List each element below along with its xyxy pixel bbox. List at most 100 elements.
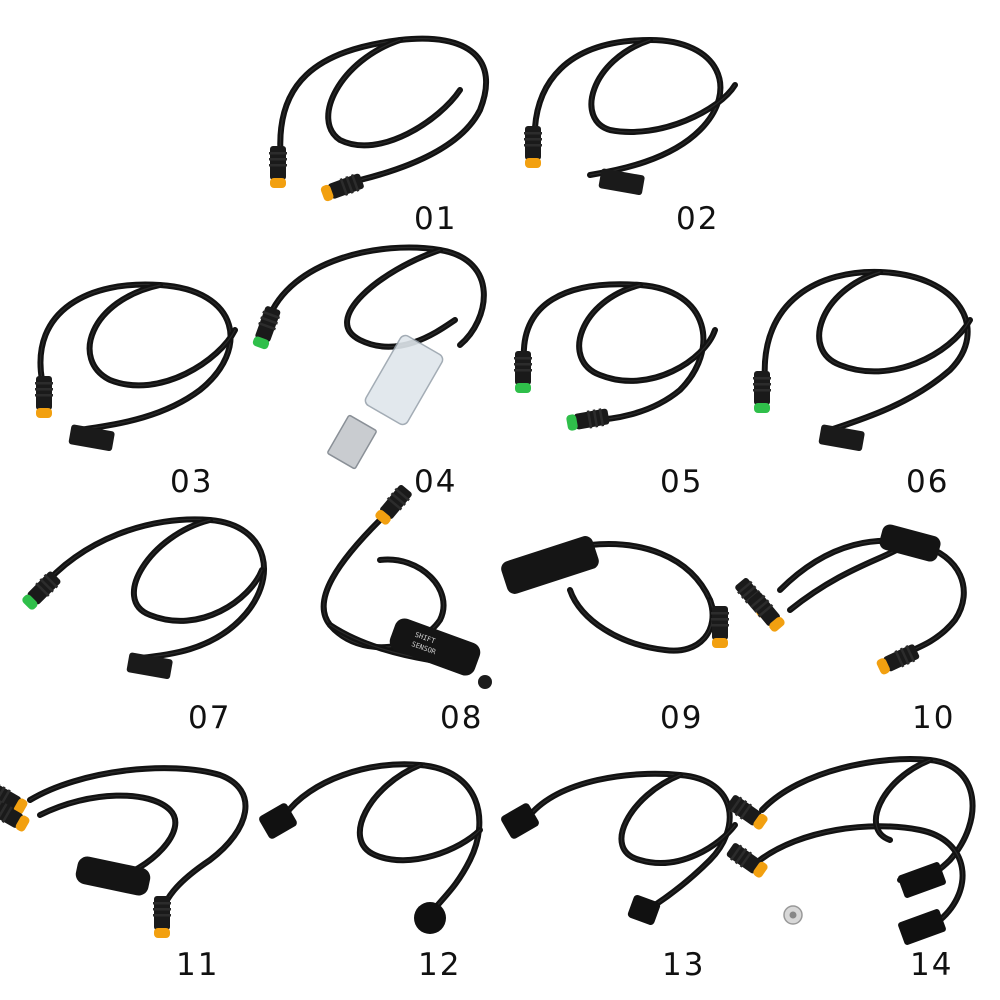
connector-08-grip (390, 492, 407, 506)
connector-05a-grip (514, 363, 532, 366)
cable-06-loop-sheen (818, 271, 971, 373)
connector-05a (514, 351, 532, 393)
connector-13a (501, 803, 539, 839)
label-08: 08 (440, 700, 484, 736)
cable-13 (527, 770, 733, 908)
connector-01a-body (270, 146, 286, 180)
connector-08-tip (375, 509, 391, 525)
connector-11c-grip (153, 902, 171, 905)
connector-05b (566, 408, 610, 431)
connector-11c-tip (154, 928, 170, 938)
connector-08-grip (394, 487, 410, 502)
connector-05b-tip (566, 414, 578, 431)
cable-03-loop-sheen (89, 284, 236, 386)
connector-10a-grip (737, 580, 753, 595)
connector-05b-grip (592, 409, 599, 428)
connector-11b-tip (15, 815, 30, 832)
connector-10b (748, 592, 785, 632)
cable-06-loop (816, 269, 973, 375)
cable-01 (277, 35, 489, 183)
connector-06-body (754, 371, 770, 405)
connector-05b-grip (598, 408, 605, 427)
module-14b (898, 909, 946, 945)
connector-14b (726, 843, 768, 878)
cable-05-loop-sheen (578, 284, 716, 382)
cable-03-sheen (39, 283, 232, 431)
connector-14a-grip (734, 800, 748, 817)
cable-04-loop-sheen (346, 249, 456, 348)
cable-04-sheen (267, 247, 485, 346)
label-10: 10 (912, 700, 956, 736)
connector-03-grip (35, 394, 53, 397)
connector-11c-grip (153, 914, 171, 917)
cable-07-loop-sheen (133, 519, 263, 622)
module-09 (501, 536, 599, 594)
connector-05a-body (515, 351, 531, 385)
connector-06-grip (753, 383, 771, 386)
cable-10-sheen (779, 540, 965, 661)
splitter-11 (75, 856, 151, 896)
label-09: 09 (660, 700, 704, 736)
connector-07-grip (43, 573, 59, 589)
connector-06-tip (754, 403, 770, 413)
socket-07 (126, 652, 173, 680)
connector-05a-grip (514, 369, 532, 372)
cable-06-sheen (764, 271, 969, 431)
connector-04 (252, 306, 281, 350)
connector-07-body (27, 571, 61, 605)
connector-10a-grip (740, 585, 757, 599)
cable-02-loop-sheen (590, 39, 736, 133)
connector-09-body (712, 606, 728, 640)
label-01: 01 (414, 201, 458, 237)
connector-08-body (380, 485, 412, 519)
connector-14a-grip (739, 803, 753, 820)
connector-03 (35, 376, 53, 418)
connector-01b-grip (350, 173, 360, 192)
usb-adapter-body (364, 334, 444, 426)
socket-03 (68, 424, 115, 452)
label-12: 12 (418, 947, 462, 983)
shift-sensor-module (389, 618, 481, 676)
cable-10-branch-sheen (789, 547, 901, 611)
socket-06 (818, 424, 865, 452)
connector-03-grip (35, 382, 53, 385)
label-03: 03 (170, 464, 214, 500)
connector-07 (22, 571, 61, 610)
socket-06-body (818, 424, 865, 452)
connector-05a-grip (514, 357, 532, 360)
magnet-14-hole (789, 911, 797, 919)
label-14: 14 (910, 947, 954, 983)
connector-11b (0, 799, 30, 832)
connector-14b-tip (753, 861, 768, 878)
connector-09-tip (712, 638, 728, 648)
cable-07-loop (130, 517, 265, 624)
cable-14-b-sheen (759, 825, 964, 921)
cable-10-branch (787, 545, 903, 613)
connector-06-grip (753, 377, 771, 380)
connector-05a-tip (515, 383, 531, 393)
splitter-10 (879, 524, 941, 562)
connector-04-grip (258, 321, 276, 331)
connector-06-grip (753, 389, 771, 392)
label-05: 05 (660, 464, 704, 500)
cable-02 (531, 36, 724, 178)
connector-10c-grip (899, 647, 910, 665)
connector-10b-tip (769, 616, 785, 632)
cable-11-branch-sheen (39, 794, 176, 881)
connector-09-grip (711, 624, 729, 627)
socket-02-body (598, 168, 645, 196)
connector-10c (876, 644, 920, 675)
connector-12b (414, 902, 446, 934)
cable-12-loop-sheen (359, 764, 481, 861)
connector-01a (269, 146, 287, 188)
cable-05-sheen (523, 283, 704, 421)
connector-05b-grip (586, 410, 593, 429)
label-13: 13 (662, 947, 706, 983)
connector-10b-body (748, 592, 780, 626)
connector-02a-tip (525, 158, 541, 168)
connector-01a-tip (270, 178, 286, 188)
cable-14-loop-sheen (875, 759, 931, 841)
connector-11c-grip (153, 908, 171, 911)
